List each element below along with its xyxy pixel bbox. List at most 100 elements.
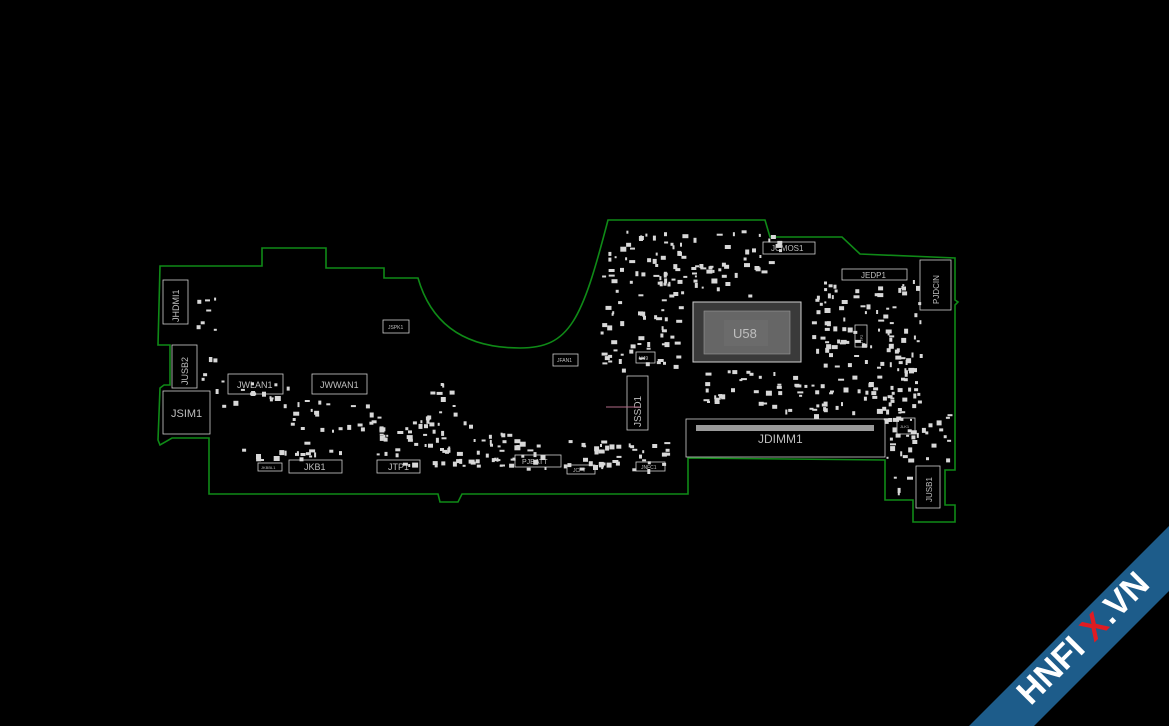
smd-component <box>915 381 918 385</box>
smd-component <box>812 408 818 411</box>
smd-component <box>816 295 820 300</box>
smd-component <box>878 319 885 322</box>
smd-component <box>911 435 916 440</box>
smd-component <box>657 281 662 285</box>
smd-component <box>418 423 423 429</box>
smd-component <box>509 463 515 468</box>
smd-component <box>262 391 266 397</box>
fan-label: JFAN1 <box>557 358 572 364</box>
smd-component <box>673 264 678 270</box>
smd-component <box>820 384 825 389</box>
smd-component <box>449 390 455 395</box>
smd-component <box>406 435 413 440</box>
smd-component <box>240 388 245 391</box>
smd-component <box>816 348 820 354</box>
smd-component <box>872 395 878 399</box>
smd-component <box>670 335 675 339</box>
smd-component <box>677 279 683 284</box>
smd-component <box>887 395 893 399</box>
smd-component <box>719 394 723 399</box>
smd-component <box>854 339 861 343</box>
smd-component <box>664 278 668 284</box>
wwan-label: JWWAN1 <box>320 380 359 390</box>
smd-component <box>203 373 208 377</box>
smd-component <box>819 302 823 306</box>
smd-component <box>326 403 331 406</box>
lk-label: JLK1 <box>900 424 910 429</box>
smd-component <box>777 383 782 386</box>
smd-component <box>674 341 681 345</box>
smd-component <box>437 422 440 426</box>
smd-component <box>339 451 342 456</box>
wlan-label: JWLAN1 <box>237 380 273 390</box>
smd-component <box>947 439 952 442</box>
smd-component <box>893 476 897 479</box>
smd-component <box>453 412 458 417</box>
smd-component <box>309 449 316 453</box>
smd-component <box>701 286 704 289</box>
smd-component <box>854 355 860 357</box>
smd-component <box>759 255 762 258</box>
smd-component <box>440 448 444 451</box>
smd-component <box>608 251 612 256</box>
smd-component <box>652 444 658 448</box>
smd-component <box>432 461 438 466</box>
smd-component <box>544 467 547 470</box>
smd-component <box>680 242 682 247</box>
smd-component <box>214 297 217 301</box>
smd-component <box>834 365 840 368</box>
smd-component <box>639 454 642 459</box>
smd-component <box>673 364 679 369</box>
smd-component <box>842 327 847 332</box>
edp-label: JEDP1 <box>861 271 886 280</box>
smd-component <box>618 359 622 364</box>
smd-component <box>365 404 370 409</box>
smd-component <box>900 357 906 360</box>
smd-component <box>200 321 205 325</box>
smd-component <box>475 459 480 464</box>
smd-component <box>678 306 684 310</box>
smd-component <box>598 449 605 454</box>
smd-component <box>661 326 664 331</box>
fan-connector <box>552 353 579 367</box>
smd-component <box>629 349 634 354</box>
smd-component <box>898 411 902 414</box>
smd-component <box>715 397 721 400</box>
smd-component <box>768 238 771 243</box>
smd-component <box>758 375 762 379</box>
smd-component <box>732 370 738 375</box>
smd-component <box>748 294 753 298</box>
smd-component <box>926 457 929 461</box>
smd-component <box>602 323 608 328</box>
hdmi-connector <box>162 279 189 325</box>
smd-component <box>440 397 446 402</box>
smd-component <box>740 378 747 381</box>
smd-component <box>594 446 600 452</box>
smd-component <box>279 450 285 456</box>
smd-component <box>620 267 624 272</box>
smd-component <box>912 440 918 444</box>
smd-component <box>829 392 834 395</box>
smd-component <box>338 427 343 431</box>
smd-component <box>741 230 747 234</box>
smd-component <box>882 396 887 401</box>
smd-component <box>745 249 750 255</box>
smd-component <box>864 311 867 315</box>
smd-component <box>639 237 643 241</box>
smd-component <box>647 469 651 474</box>
smd-component <box>716 287 720 292</box>
smd-component <box>883 314 889 319</box>
smd-component <box>647 342 651 347</box>
smd-component <box>642 459 647 462</box>
smd-component <box>857 389 861 394</box>
smd-component <box>630 445 635 449</box>
smd-component <box>222 404 227 408</box>
smd-component <box>379 429 385 433</box>
smd-component <box>656 317 663 321</box>
watermark-logo: HNFI X .VN <box>969 526 1169 726</box>
smd-component <box>758 401 764 406</box>
smd-component <box>841 300 848 304</box>
smd-component <box>607 325 613 331</box>
smd-component <box>816 310 821 315</box>
smd-component <box>890 399 895 403</box>
